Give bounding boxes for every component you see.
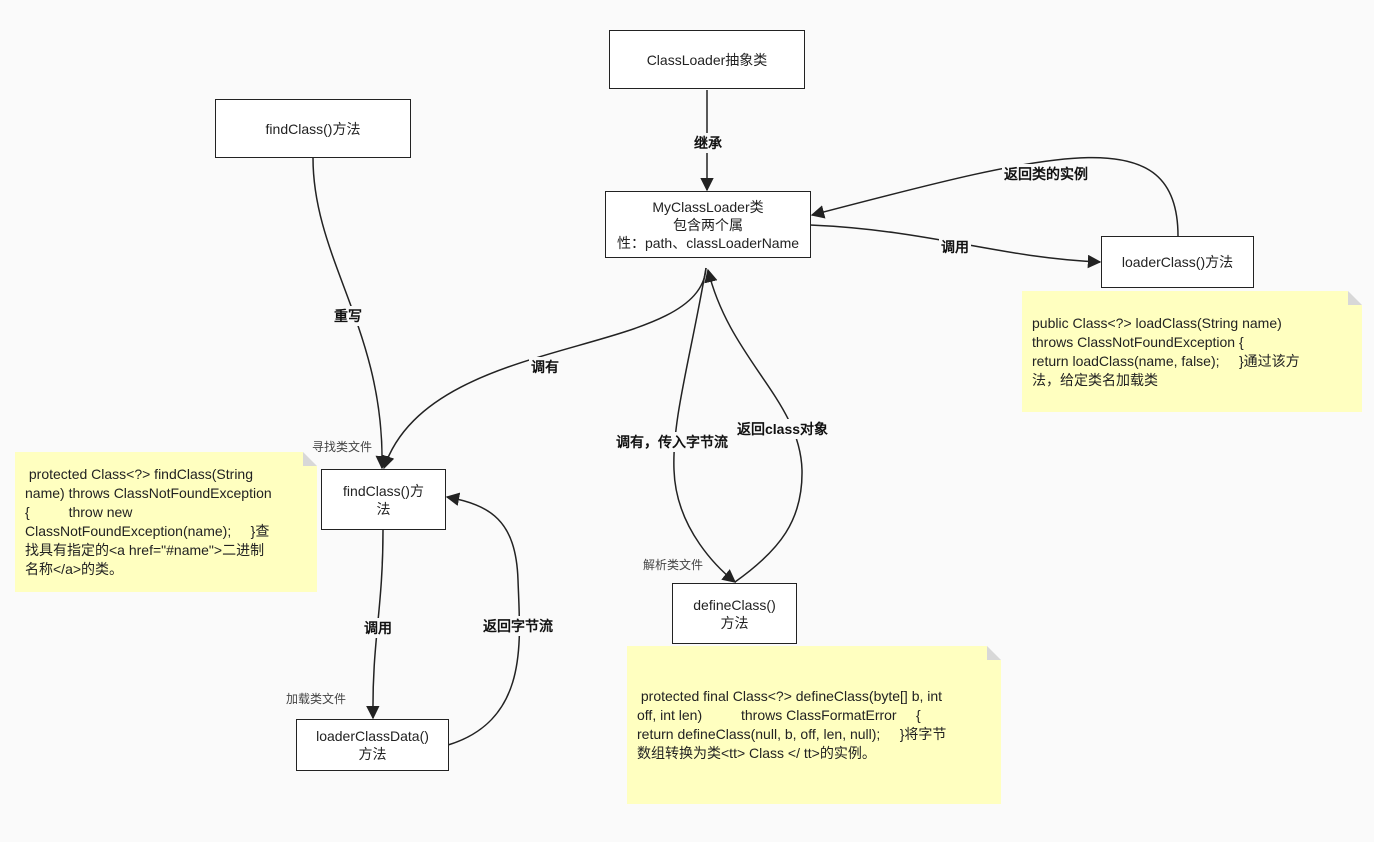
label-call-loaderclass: 调用: [939, 237, 971, 257]
label-override: 重写: [332, 306, 364, 326]
note-fold-corner: [303, 452, 317, 466]
edge-return-class-obj: [704, 268, 803, 583]
label-load-class-file: 加载类文件: [286, 692, 347, 706]
edge-return-bytes: [445, 492, 521, 746]
node-defineclass[interactable]: defineClass() 方法: [672, 583, 797, 644]
node-findclass-top[interactable]: findClass()方法: [215, 99, 411, 158]
node-myclassloader[interactable]: MyClassLoader类 包含两个属 性：path、classLoaderN…: [605, 191, 811, 258]
note-loaderclass-text: public Class<?> loadClass(String name) t…: [1032, 314, 1300, 388]
label-has-findclass: 调有: [529, 357, 561, 377]
note-fold-corner: [1348, 291, 1362, 305]
note-fold-corner: [987, 646, 1001, 660]
edge-override: [312, 157, 390, 470]
label-return-bytes: 返回字节流: [481, 616, 555, 636]
label-return-class-obj: 返回class对象: [735, 419, 831, 439]
note-findclass: protected Class<?> findClass(String name…: [15, 452, 317, 592]
node-findclass-mid[interactable]: findClass()方 法: [321, 469, 446, 530]
label-inherit: 继承: [692, 133, 724, 153]
label-return-instance: 返回类的实例: [1002, 164, 1090, 184]
node-loaderclassdata[interactable]: loaderClassData() 方法: [296, 719, 449, 771]
note-findclass-text: protected Class<?> findClass(String name…: [25, 466, 272, 577]
node-loaderclass[interactable]: loaderClass()方法: [1101, 236, 1254, 288]
label-has-pass-bytes: 调有，传入字节流: [614, 432, 730, 452]
node-classloader-abstract[interactable]: ClassLoader抽象类: [609, 30, 805, 89]
label-parse-class-file: 解析类文件: [643, 558, 704, 572]
note-defineclass: protected final Class<?> defineClass(byt…: [627, 646, 1001, 804]
label-find-class-file: 寻找类文件: [312, 440, 373, 454]
edge-has-pass-bytes: [673, 267, 737, 583]
label-call-loaderclassdata: 调用: [362, 618, 394, 638]
note-loaderclass: public Class<?> loadClass(String name) t…: [1022, 291, 1362, 412]
note-defineclass-text: protected final Class<?> defineClass(byt…: [637, 688, 947, 761]
edge-return-instance: [810, 156, 1179, 237]
edge-has-findclass: [381, 267, 707, 470]
